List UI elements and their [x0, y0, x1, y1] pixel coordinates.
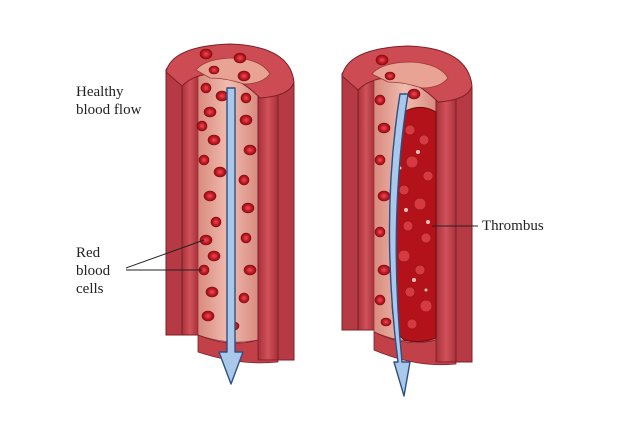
red-blood-cell — [374, 94, 386, 106]
healthy-red-blood-cells — [196, 48, 257, 331]
red-blood-cell — [203, 190, 217, 202]
thrombus-vessel-top-opening — [371, 61, 449, 89]
red-blood-cell — [196, 120, 208, 132]
healthy-flow-arrow — [218, 87, 244, 385]
red-blood-cell — [238, 174, 250, 186]
red-blood-cell — [384, 71, 396, 81]
red-blood-cell — [377, 122, 391, 134]
healthy-label-line-2: blood flow — [76, 102, 142, 118]
thrombus-vessel-wall-right — [435, 61, 457, 363]
red-blood-cell — [240, 232, 252, 244]
red-blood-cell — [243, 144, 257, 156]
red-blood-cell — [201, 310, 215, 322]
thrombus-red-blood-cells — [374, 54, 421, 327]
red-blood-cell — [374, 294, 386, 306]
red-blood-cell — [238, 292, 250, 304]
thrombus-vessel-outer-wall-right — [455, 65, 473, 363]
red-blood-cell — [375, 54, 389, 66]
red-blood-cell — [377, 190, 391, 202]
red-blood-cell — [240, 92, 252, 104]
red-blood-cell — [237, 70, 251, 82]
rbc-label-line-3: cells — [76, 281, 104, 297]
thrombus-vessel-outer-wall-left — [341, 63, 359, 331]
red-blood-cell — [241, 202, 255, 214]
thrombus-flow-arrow — [388, 93, 411, 397]
red-blood-cell — [207, 134, 221, 146]
thrombus-clot — [390, 106, 437, 343]
red-blood-cell — [207, 250, 221, 262]
red-blood-cell — [210, 216, 222, 228]
red-blood-cell — [208, 65, 220, 75]
red-blood-cells-label: Red blood cells — [76, 244, 136, 298]
healthy-vessel-outer-wall-right — [277, 61, 295, 361]
healthy-label-line-1: Healthy — [76, 84, 124, 100]
red-blood-cell — [233, 52, 247, 64]
rbc-leader-line-1 — [125, 239, 205, 269]
thrombus-vessel-wall-left — [357, 61, 375, 331]
healthy-vessel-wall-right — [257, 57, 279, 361]
rbc-label-line-2: blood — [76, 263, 111, 279]
healthy-vessel-bottom-cut — [197, 334, 279, 364]
red-blood-cell — [243, 264, 257, 276]
red-blood-cell — [203, 106, 217, 118]
red-blood-cell — [198, 154, 210, 166]
red-blood-cell — [374, 154, 386, 166]
red-blood-cell — [374, 226, 386, 238]
healthy-vessel-top-opening — [195, 57, 271, 85]
red-blood-cell — [199, 234, 213, 246]
red-blood-cell — [199, 48, 213, 60]
leader-lines — [125, 225, 478, 271]
healthy-blood-flow-label: Healthy blood flow — [76, 83, 186, 119]
red-blood-cell — [380, 317, 392, 327]
red-blood-cell — [205, 286, 219, 298]
red-blood-cell — [377, 264, 391, 276]
red-blood-cell — [239, 114, 253, 126]
rbc-label-line-1: Red — [76, 245, 101, 261]
red-blood-cell — [215, 90, 229, 102]
red-blood-cell — [200, 82, 212, 94]
thrombus-label: Thrombus — [482, 218, 544, 234]
red-blood-cell — [407, 88, 421, 100]
red-blood-cell — [213, 166, 227, 178]
